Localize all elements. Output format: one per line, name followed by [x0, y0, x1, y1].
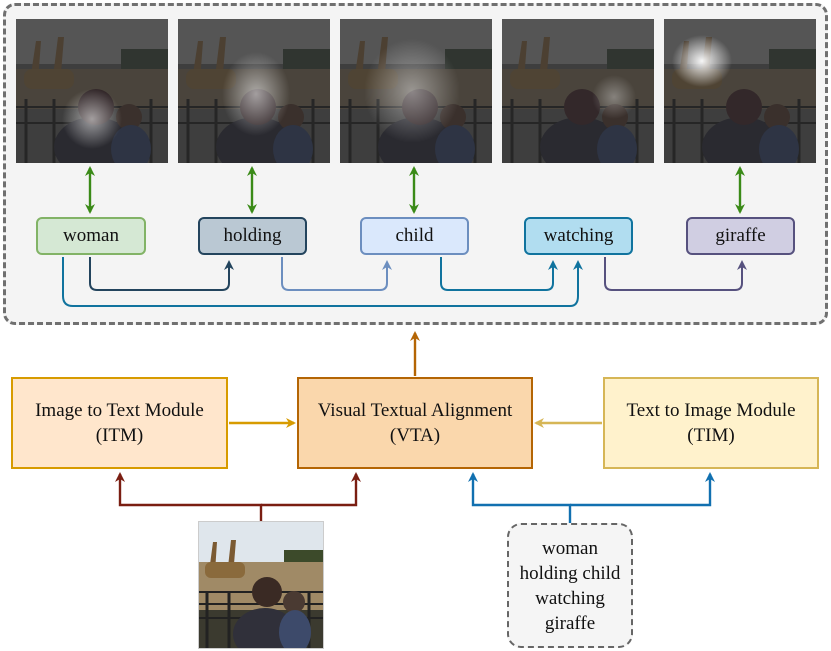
tim-title: Text to Image Module [626, 400, 796, 421]
caption-line-4: giraffe [544, 612, 596, 634]
input-caption: woman holding child watching giraffe [507, 523, 633, 648]
attention-map-holding [178, 19, 330, 163]
tim-module: Text to Image Module (TIM) [603, 377, 819, 469]
attention-map-woman [16, 19, 168, 163]
input-photo [198, 521, 324, 649]
vta-title: Visual Textual Alignment [317, 400, 513, 421]
itm-module: Image to Text Module (ITM) [11, 377, 228, 469]
caption-line-2: holding child [519, 562, 621, 584]
image-input-arrows [115, 472, 361, 521]
alignment-arrows [85, 166, 745, 214]
tim-abbrev: (TIM) [687, 425, 735, 446]
attention-map-giraffe [664, 19, 816, 163]
vta-module: Visual Textual Alignment (VTA) [297, 377, 533, 469]
word-giraffe: giraffe [686, 217, 795, 255]
attention-map-watching [502, 19, 654, 163]
word-holding: holding [198, 217, 307, 255]
word-child: child [360, 217, 469, 255]
dependency-arcs [62, 257, 747, 307]
itm-title: Image to Text Module [35, 400, 204, 421]
caption-line-3: watching [535, 587, 605, 609]
itm-abbrev: (ITM) [95, 425, 144, 446]
caption-line-1: woman [542, 537, 598, 559]
attention-map-child [340, 19, 492, 163]
vta-abbrev: (VTA) [389, 425, 441, 446]
word-watching: watching [524, 217, 633, 255]
word-woman: woman [36, 217, 146, 255]
text-input-arrows [468, 472, 715, 523]
